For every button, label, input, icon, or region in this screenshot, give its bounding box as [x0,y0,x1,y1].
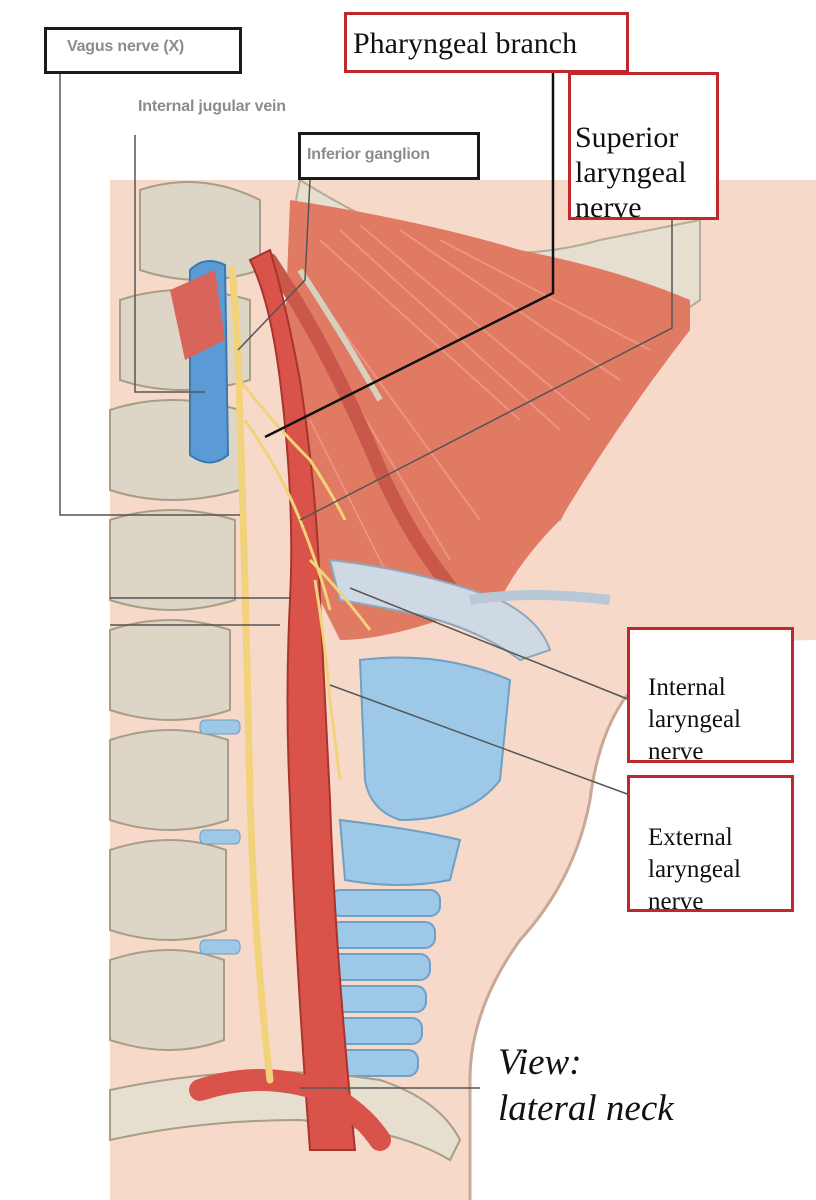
label-superior-laryngeal-nerve: Superior laryngeal nerve [568,72,719,224]
label-ijv-text: Internal jugular vein [138,98,286,115]
rectus-muscle [170,270,225,360]
trachea [329,889,441,1077]
label-superior-laryngeal-text: Superior laryngeal nerve [575,121,687,224]
leader-external-laryngeal [329,684,631,796]
leader-inferior-ganglion [237,179,311,351]
leader-pharyngeal [264,72,555,439]
stylohyoid-muscle [263,253,487,627]
hyoid-bone [328,558,552,662]
label-vagus-text: Vagus nerve (X) [67,38,185,55]
leader-lines [59,72,673,1089]
label-pharyngeal-text: Pharyngeal branch [353,27,578,60]
label-vagus-nerve: Vagus nerve (X) [44,27,242,74]
label-pharyngeal-branch: Pharyngeal branch [344,12,629,73]
cervical-vertebrae [109,181,261,1051]
leader-internal-laryngeal [349,587,631,701]
label-internal-laryngeal-text: Internal laryngeal nerve [648,674,742,765]
pharyngeal-branch-path [238,379,347,521]
cricoid-cartilage [338,818,462,886]
hyoid-band [469,590,611,605]
label-external-laryngeal-text: External laryngeal nerve [648,824,742,915]
thyroid-cartilage [358,656,512,822]
common-carotid-artery [248,248,357,1151]
label-internal-laryngeal-nerve: Internal laryngeal nerve [627,627,794,765]
label-inferior-ganglion-text: Inferior ganglion [307,146,430,163]
label-internal-jugular-vein: Internal jugular vein [138,98,358,122]
label-inferior-ganglion: Inferior ganglion [298,132,480,180]
vagus-nerve-path [228,266,274,1084]
view-caption: View: lateral neck [498,1040,674,1132]
neck-outline [468,678,642,1200]
external-laryngeal-path [313,579,342,781]
label-external-laryngeal-nerve: External laryngeal nerve [627,775,794,915]
leader-vagus [59,72,240,516]
internal-laryngeal-path [308,558,372,631]
view-caption-line2: lateral neck [498,1088,674,1129]
muscle-striations [309,224,651,601]
intervertebral-discs [199,719,241,955]
constrictor-muscles [284,200,690,640]
leader-superior-laryngeal [299,220,673,521]
view-caption-line1: View: [498,1042,582,1083]
leader-ijv [134,135,205,393]
